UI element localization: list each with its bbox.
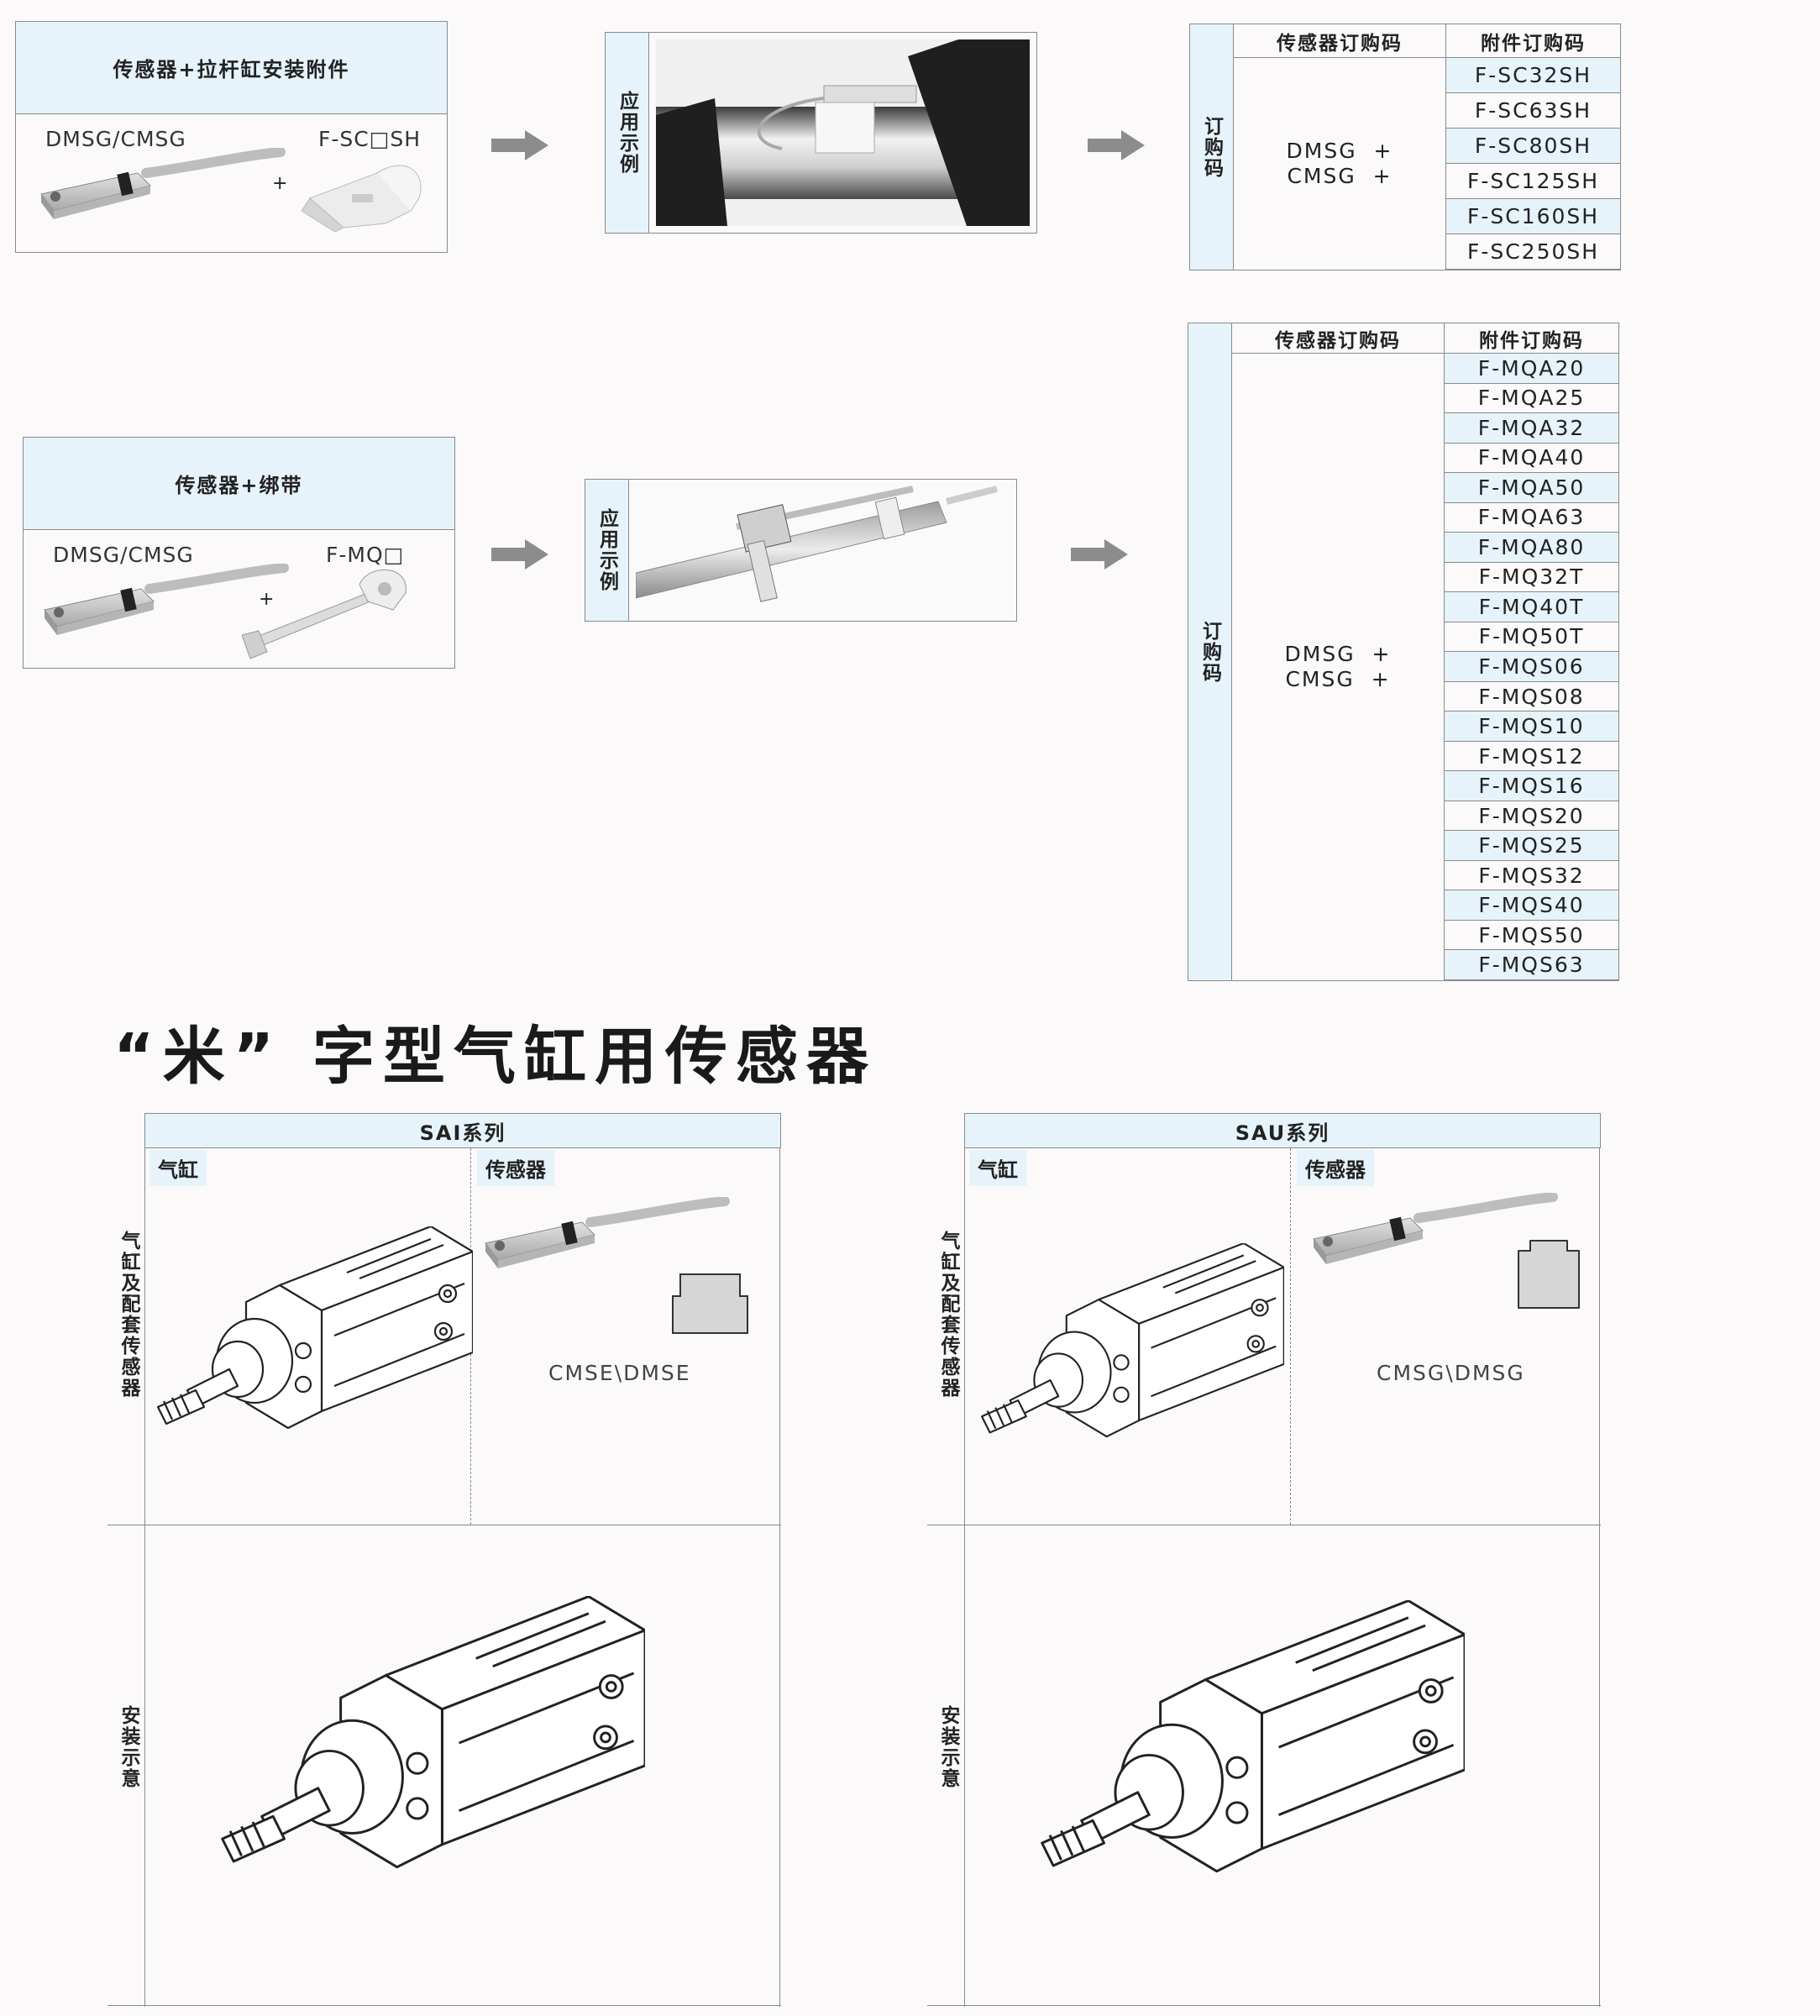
accessory-code: F-MQA32 bbox=[1445, 413, 1618, 444]
kit-card-strap: 传感器+绑带 DMSG/CMSG F-MQ□ + bbox=[23, 437, 455, 669]
accessory-code: F-MQS40 bbox=[1445, 890, 1618, 921]
arrow-right-icon bbox=[491, 130, 548, 160]
cylinder-tag: 气缸 bbox=[149, 1150, 207, 1186]
row-label-install: 安装示意 bbox=[118, 1705, 139, 1789]
accessory-code: F-MQS20 bbox=[1445, 801, 1618, 832]
accessory-code: F-MQA20 bbox=[1445, 354, 1618, 384]
row-label-cylinder-sensor: 气缸及配套传感器 bbox=[937, 1231, 959, 1399]
kit-card-tierod: 传感器+拉杆缸安装附件 DMSG/CMSG F-SC□SH + bbox=[15, 21, 448, 253]
arrow-right-icon bbox=[1088, 130, 1145, 160]
accessory-code: F-MQA25 bbox=[1445, 384, 1618, 414]
accessory-code: F-MQS08 bbox=[1445, 682, 1618, 712]
accessory-code: F-SC32SH bbox=[1446, 58, 1620, 93]
accessory-code: F-MQS32 bbox=[1445, 861, 1618, 891]
col-sensor-header: 传感器订购码 bbox=[1234, 24, 1445, 58]
install-drawing bbox=[1041, 1600, 1465, 1873]
col-sensor-header: 传感器订购码 bbox=[1232, 323, 1444, 354]
plus-sign: + bbox=[272, 173, 288, 194]
sensor-label: DMSG/CMSG bbox=[53, 543, 194, 567]
accessory-code: F-SC125SH bbox=[1446, 164, 1620, 199]
accessory-code: F-MQS25 bbox=[1445, 831, 1618, 861]
accessory-code: F-MQA50 bbox=[1445, 473, 1618, 503]
section-heading: “米” 字型气缸用传感器 bbox=[113, 1021, 878, 1093]
accessory-code: F-MQS50 bbox=[1445, 921, 1618, 951]
strap-accessory-image bbox=[242, 569, 406, 659]
cylinder-drawing bbox=[980, 1243, 1284, 1438]
order-side-label: 订购码 bbox=[1190, 24, 1234, 270]
cylinder-tag: 气缸 bbox=[969, 1150, 1026, 1186]
accessory-code: F-MQS12 bbox=[1445, 742, 1618, 772]
sensor-profile-icon bbox=[672, 1273, 748, 1334]
sensor-model: CMSG\DMSG bbox=[1377, 1361, 1525, 1385]
sensor-codes: DMSG + CMSG + bbox=[1284, 642, 1392, 691]
kit-title: 传感器+绑带 bbox=[24, 438, 454, 530]
series-title: SAU系列 bbox=[964, 1113, 1601, 1148]
accessory-code: F-MQA63 bbox=[1445, 503, 1618, 533]
accessory-code: F-MQS10 bbox=[1445, 711, 1618, 742]
sensor-label: DMSG/CMSG bbox=[45, 127, 186, 151]
accessory-code: F-MQ40T bbox=[1445, 592, 1618, 622]
arrow-right-icon bbox=[491, 539, 548, 570]
accessory-code: F-MQA80 bbox=[1445, 533, 1618, 563]
accessory-code: F-SC250SH bbox=[1446, 234, 1620, 270]
accessory-code: F-SC63SH bbox=[1446, 93, 1620, 129]
accessory-code: F-SC160SH bbox=[1446, 199, 1620, 234]
accessory-code: F-MQS16 bbox=[1445, 771, 1618, 801]
row-label-cylinder-sensor: 气缸及配套传感器 bbox=[118, 1231, 139, 1399]
example-label: 应用示例 bbox=[606, 33, 649, 233]
sensor-tag: 传感器 bbox=[477, 1150, 554, 1186]
order-side-label: 订购码 bbox=[1188, 323, 1232, 980]
sensor-model: CMSE\DMSE bbox=[548, 1361, 691, 1385]
series-panel-sai: SAI系列 气缸 传感器 气缸及配套传感器 安装示意 CMSE\DMSE bbox=[108, 1113, 781, 2008]
example-photo bbox=[656, 39, 1030, 226]
sensor-image bbox=[37, 148, 289, 240]
install-drawing bbox=[221, 1596, 645, 1869]
accessory-code: F-MQ50T bbox=[1445, 622, 1618, 653]
row-label-install: 安装示意 bbox=[937, 1705, 959, 1789]
arrow-right-icon bbox=[1071, 539, 1128, 570]
series-panel-sau: SAU系列 气缸 传感器 气缸及配套传感器 安装示意 CMSG\DMSG bbox=[927, 1113, 1601, 2008]
example-photo bbox=[636, 485, 1010, 615]
example-card-strap: 应用示例 bbox=[585, 479, 1017, 622]
accessory-code: F-SC80SH bbox=[1446, 129, 1620, 164]
plus-sign: + bbox=[259, 589, 275, 610]
accessory-code: F-MQS63 bbox=[1445, 950, 1618, 980]
sensor-codes: DMSG + CMSG + bbox=[1286, 139, 1393, 188]
accessory-code: F-MQA40 bbox=[1445, 444, 1618, 474]
sensor-profile-icon bbox=[1518, 1240, 1580, 1309]
accessory-code: F-MQS06 bbox=[1445, 652, 1618, 682]
example-card-tierod: 应用示例 bbox=[605, 32, 1037, 234]
col-accessory-header: 附件订购码 bbox=[1444, 323, 1618, 354]
accessory-label: F-SC□SH bbox=[318, 127, 422, 151]
kit-title: 传感器+拉杆缸安装附件 bbox=[16, 22, 447, 114]
clamp-accessory-image bbox=[301, 165, 422, 233]
accessory-label: F-MQ□ bbox=[326, 543, 405, 567]
example-label: 应用示例 bbox=[585, 480, 629, 621]
col-accessory-header: 附件订购码 bbox=[1445, 24, 1620, 58]
sensor-tag: 传感器 bbox=[1297, 1150, 1374, 1186]
cylinder-drawing bbox=[156, 1226, 473, 1430]
series-title: SAI系列 bbox=[144, 1113, 781, 1148]
accessory-code: F-MQ32T bbox=[1445, 563, 1618, 593]
